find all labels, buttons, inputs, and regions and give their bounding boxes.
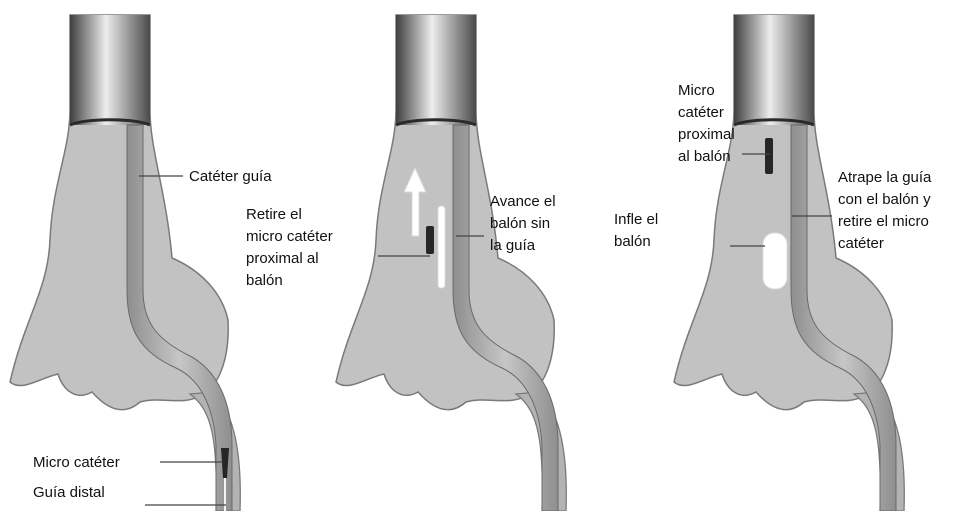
- panel-1: Catéter guía Micro catéter Guía distal: [10, 15, 272, 511]
- panel-3: Micro catéter proximal al balón Infle el…: [614, 15, 936, 511]
- label-distal-guide: Guía distal: [33, 484, 105, 501]
- panel-2-micro-catheter-tip: [426, 226, 434, 254]
- panel-3-inflated-balloon: [763, 233, 787, 289]
- panel-2-anatomy: [336, 15, 566, 511]
- label-withdraw-micro-catheter: Retire el micro catéter proximal al baló…: [246, 206, 337, 289]
- panel-1-anatomy: [10, 15, 240, 511]
- panel-2: Retire el micro catéter proximal al baló…: [246, 15, 566, 511]
- label-guide-catheter: Catéter guía: [189, 168, 272, 185]
- label-micro-catheter: Micro catéter: [33, 454, 120, 471]
- panel-3-micro-catheter-tip: [765, 138, 773, 174]
- label-advance-balloon: Avance el balón sin la guía: [490, 193, 560, 254]
- label-micro-catheter-proximal: Micro catéter proximal al balón: [678, 82, 739, 165]
- label-trap-guide: Atrape la guía con el balón y retire el …: [838, 169, 936, 252]
- panel-2-deflated-balloon: [438, 206, 445, 288]
- label-inflate-balloon: Infle el balón: [614, 211, 662, 250]
